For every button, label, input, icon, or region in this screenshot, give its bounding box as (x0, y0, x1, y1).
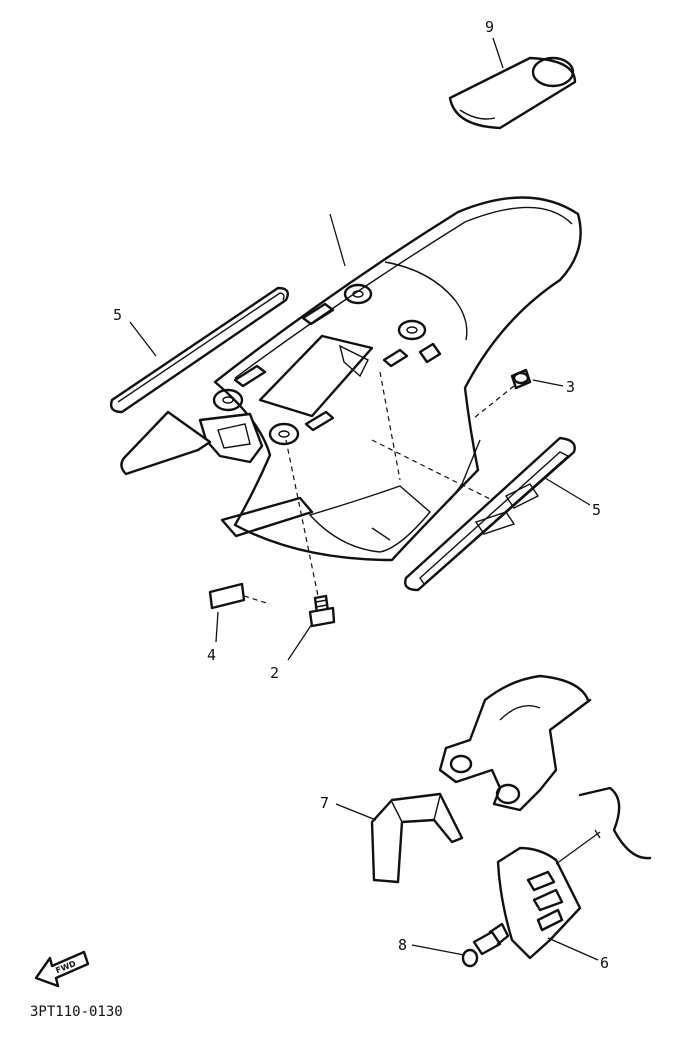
leader-6 (547, 937, 599, 961)
callout-4: 4 (207, 646, 216, 664)
leader-2 (287, 623, 313, 661)
leader-1 (329, 213, 346, 267)
callout-5a: 5 (113, 306, 122, 324)
part-6-heel-guard (496, 846, 582, 960)
part-9-grip (448, 56, 577, 130)
leader-8 (411, 944, 465, 956)
callout-9: 9 (485, 18, 494, 36)
assembly-line-fender-1 (379, 371, 401, 481)
callout-3: 3 (566, 378, 575, 396)
part-3-bolt (510, 368, 532, 390)
callout-6: 6 (600, 954, 609, 972)
part-5-right-decal (404, 436, 576, 592)
assembly-line-fender-2 (371, 439, 493, 501)
leader-6-frame (555, 831, 601, 865)
part-4-pad (208, 582, 246, 610)
assembly-line-3 (473, 385, 515, 419)
assembly-line-4 (243, 595, 271, 605)
part-8-bolt (461, 922, 510, 968)
callout-7: 7 (320, 794, 329, 812)
leader-5a (129, 321, 157, 357)
part-7-bracket (370, 792, 464, 884)
leader-9 (492, 37, 504, 69)
leader-7 (335, 803, 377, 821)
forward-arrow-icon: FWD (34, 950, 90, 988)
frame-section (438, 674, 652, 860)
part-1-rear-fender (120, 196, 582, 562)
callout-8: 8 (398, 936, 407, 954)
leader-4 (215, 611, 219, 643)
callout-5b: 5 (592, 501, 601, 519)
leader-3 (532, 379, 564, 387)
part-2-bolt (308, 594, 336, 628)
leader-5b (544, 477, 591, 506)
part-5-left-decal (109, 286, 289, 414)
diagram-code: 3PT110-0130 (30, 1004, 123, 1020)
callout-2: 2 (270, 664, 279, 682)
